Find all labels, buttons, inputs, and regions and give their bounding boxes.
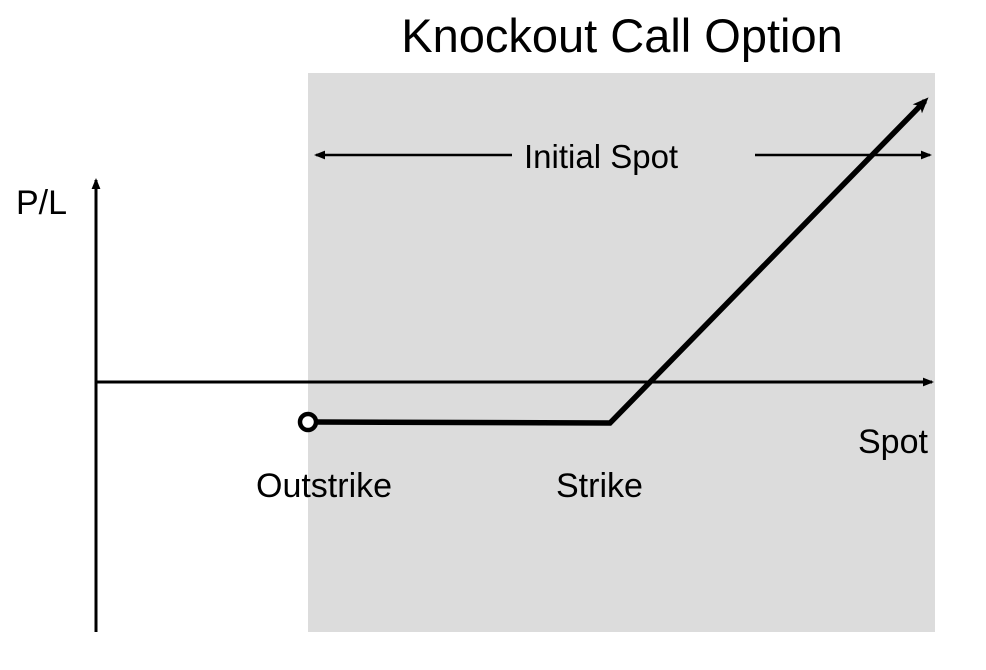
initial-spot-shaded-region — [308, 73, 935, 632]
page-title: Knockout Call Option — [401, 9, 843, 62]
outstrike-open-point-marker — [297, 411, 319, 433]
y-axis-label: P/L — [16, 184, 67, 222]
outstrike-label: Outstrike — [256, 467, 392, 505]
initial-spot-label: Initial Spot — [524, 138, 678, 175]
strike-label: Strike — [556, 467, 643, 505]
x-axis-label: Spot — [858, 423, 928, 461]
payoff-line — [316, 97, 929, 426]
